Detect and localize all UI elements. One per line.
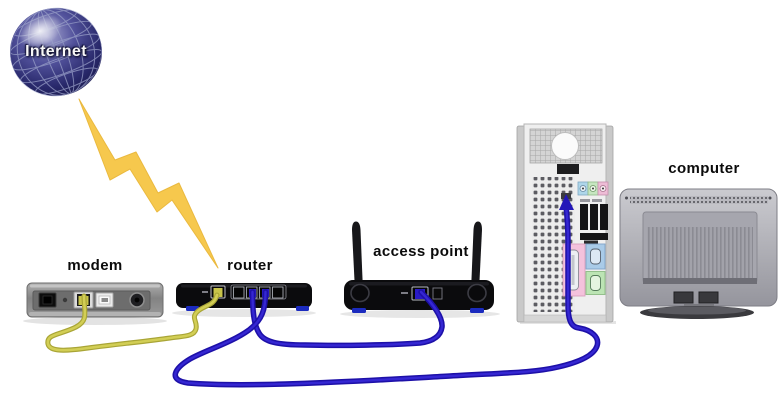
router-foot xyxy=(296,306,309,311)
ethernet-cable-modem-to-router xyxy=(45,292,220,353)
access-point-power-port xyxy=(432,287,443,300)
monitor-connector xyxy=(698,291,719,304)
tower-audio-ports xyxy=(577,181,609,196)
access-point-foot xyxy=(352,308,366,313)
antenna-mount-right xyxy=(467,283,487,303)
access-point-antenna-left xyxy=(352,221,363,291)
computer-monitor xyxy=(619,188,778,319)
modem-device xyxy=(26,282,164,318)
router-label: router xyxy=(227,257,273,274)
tower-power-socket xyxy=(557,164,579,174)
lightning-bolt xyxy=(78,98,219,269)
computer-label: computer xyxy=(668,160,740,177)
internet-label: Internet xyxy=(25,43,87,60)
tower-game-port xyxy=(585,271,606,295)
router-device xyxy=(176,283,312,311)
modem-reset-hole xyxy=(62,297,68,303)
access-point-label: access point xyxy=(373,243,469,260)
monitor-vent-strip xyxy=(630,196,768,204)
tower-vga-port xyxy=(585,243,606,270)
ethernet-cable-router-to-access-point xyxy=(249,289,445,349)
cables xyxy=(45,194,601,388)
monitor-connector xyxy=(673,291,694,304)
modem-label: modem xyxy=(67,257,123,274)
globe-highlight xyxy=(18,14,62,48)
tower-fan-circle xyxy=(551,132,579,160)
access-point-antenna-right xyxy=(471,221,482,291)
access-point-device xyxy=(344,221,494,313)
antenna-mount-left xyxy=(350,283,370,303)
access-point-foot xyxy=(470,308,484,313)
ethernet-cable-router-to-computer xyxy=(172,194,601,388)
tower-expansion-slots xyxy=(580,204,608,240)
cable-arrow-tip xyxy=(559,194,574,210)
